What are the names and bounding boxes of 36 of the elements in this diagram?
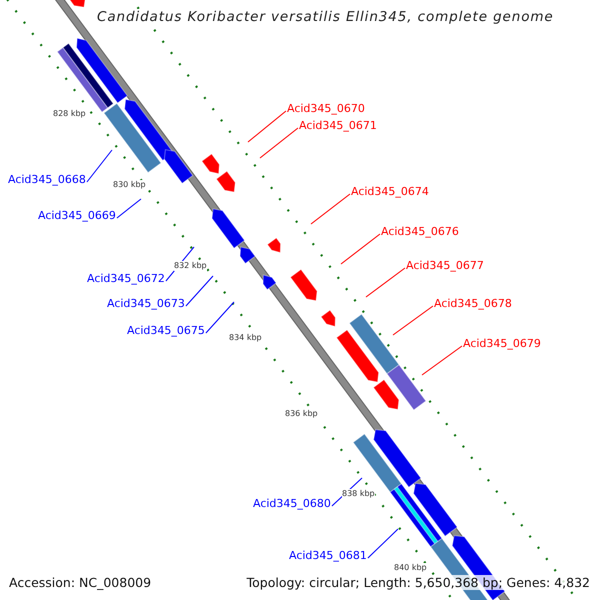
position-label: 836 kbp — [285, 409, 318, 419]
gene-label: Acid345_0676 — [381, 225, 459, 238]
position-label: 830 kbp — [113, 180, 146, 190]
gene-label: Acid345_0679 — [463, 337, 541, 350]
leader-line — [366, 268, 406, 298]
genome-summary-text: Topology: circular; Length: 5,650,368 bp; Genes: 4,832 — [246, 575, 590, 590]
leader-line — [116, 198, 142, 218]
map-title: Candidatus Koribacter versatilis Ellin345, complete genome — [97, 9, 554, 25]
position-label: 834 kbp — [229, 333, 262, 343]
gene-label: Acid345_0678 — [434, 297, 512, 310]
position-label: 828 kbp — [53, 109, 86, 119]
gene-label: Acid345_0669 — [38, 209, 116, 222]
gene-label: Acid345_0672 — [87, 272, 165, 285]
position-label: 840 kbp — [394, 563, 427, 573]
leader-line — [248, 110, 286, 142]
leader-line — [340, 234, 380, 264]
gene-label: Acid345_0668 — [8, 173, 86, 186]
leader-line — [310, 194, 350, 224]
leader-line — [422, 346, 462, 376]
leader-line — [260, 128, 298, 158]
leader-line — [367, 528, 398, 558]
leader-line — [86, 150, 112, 182]
gene-label: Acid345_0671 — [299, 119, 377, 132]
gene-label: Acid345_0677 — [406, 259, 484, 272]
leader-line — [392, 306, 434, 336]
position-label: 832 kbp — [174, 261, 207, 271]
position-label: 838 kbp — [342, 489, 375, 499]
gene-label: Acid345_0681 — [289, 549, 367, 562]
gene-label: Acid345_0675 — [127, 324, 205, 337]
gene-label: Acid345_0680 — [253, 497, 331, 510]
gene-label: Acid345_0673 — [107, 297, 185, 310]
leader-line — [185, 276, 214, 306]
gene-label: Acid345_0674 — [351, 185, 429, 198]
leader-line — [205, 302, 234, 334]
gene-label: Acid345_0670 — [287, 102, 365, 115]
accession-text: Accession: NC_008009 — [9, 575, 152, 590]
